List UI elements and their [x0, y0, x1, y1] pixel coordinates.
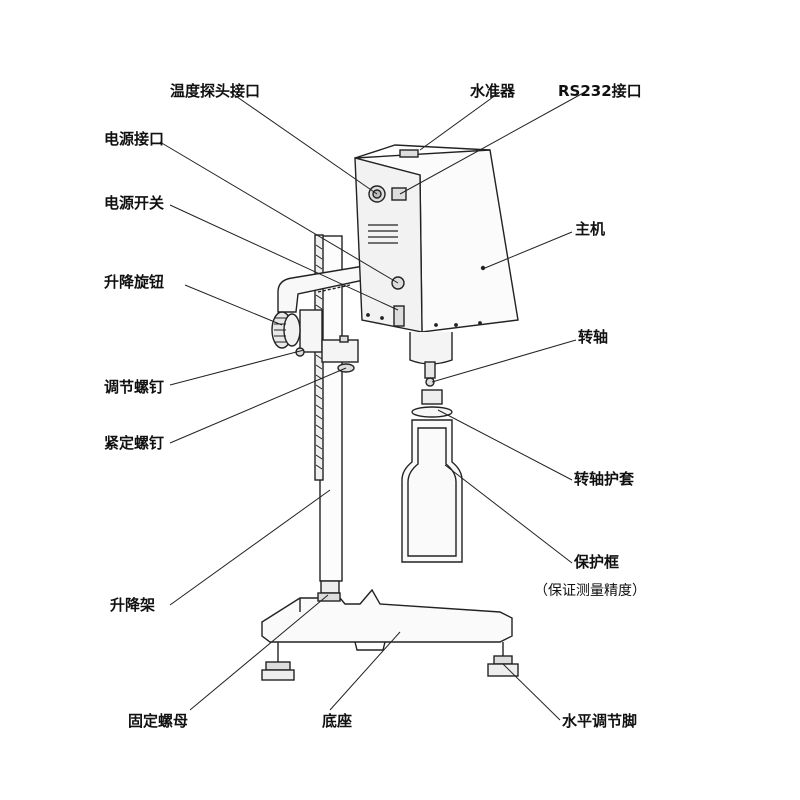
lift-column [314, 234, 343, 602]
label-power-port: 电源接口 [104, 130, 165, 148]
label-guard-frame: 保护框 [574, 553, 620, 571]
label-rs232: RS232接口 [558, 82, 642, 100]
label-main-unit: 主机 [575, 220, 606, 238]
left-foot [261, 642, 295, 681]
label-level-foot: 水平调节脚 [562, 712, 638, 730]
label-level: 水准器 [470, 82, 516, 100]
label-guard-note: （保证测量精度） [534, 583, 646, 599]
main-unit [354, 144, 519, 333]
lift-knob [271, 311, 301, 349]
label-spindle: 转轴 [578, 328, 609, 346]
guard-frame [401, 419, 463, 563]
label-spindle-sleeve: 转轴护套 [574, 470, 635, 488]
label-fix-nut: 固定螺母 [128, 712, 189, 730]
base-shape [261, 588, 513, 651]
right-foot [487, 642, 519, 677]
label-lock-screw: 紧定螺钉 [104, 434, 165, 452]
label-lift-knob: 升降旋钮 [104, 273, 165, 291]
label-base: 底座 [322, 712, 353, 730]
label-temp-port: 温度探头接口 [170, 82, 261, 100]
label-adjust-screw: 调节螺钉 [104, 378, 165, 396]
spindle-housing [409, 332, 453, 387]
label-power-switch: 电源开关 [104, 194, 165, 212]
label-lift-stand: 升降架 [110, 596, 156, 614]
leader-lines [159, 91, 586, 721]
spindle-sleeve [411, 389, 453, 418]
